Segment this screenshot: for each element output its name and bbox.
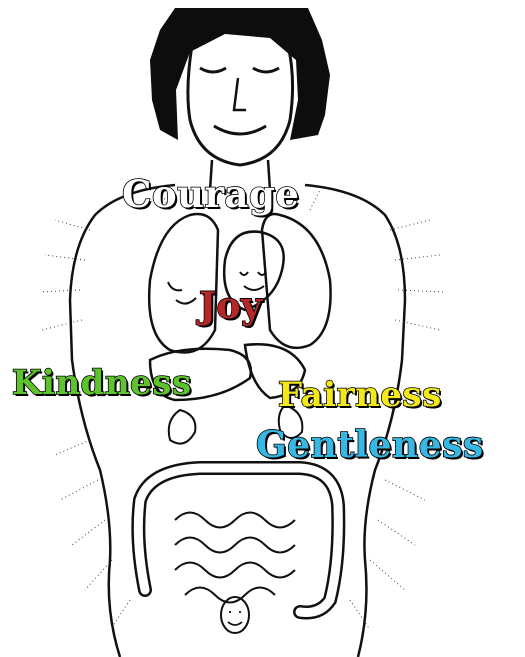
small-intestine	[175, 513, 295, 603]
hair	[150, 8, 330, 140]
left-eye	[200, 68, 226, 72]
word-courage: Courage	[122, 176, 299, 213]
word-fairness: Fairness	[278, 378, 442, 412]
word-kindness: Kindness	[12, 366, 192, 400]
left-kidney	[169, 410, 196, 444]
face-outline	[188, 45, 293, 165]
right-eye	[253, 68, 279, 72]
mouth	[214, 126, 266, 134]
nose	[234, 78, 246, 110]
word-gentleness: Gentleness	[256, 427, 484, 463]
torso-left	[70, 185, 175, 657]
right-lung	[262, 214, 331, 348]
large-intestine	[138, 468, 338, 613]
left-lung	[149, 214, 218, 353]
word-joy: Joy	[199, 288, 262, 324]
torso-right	[305, 185, 405, 657]
